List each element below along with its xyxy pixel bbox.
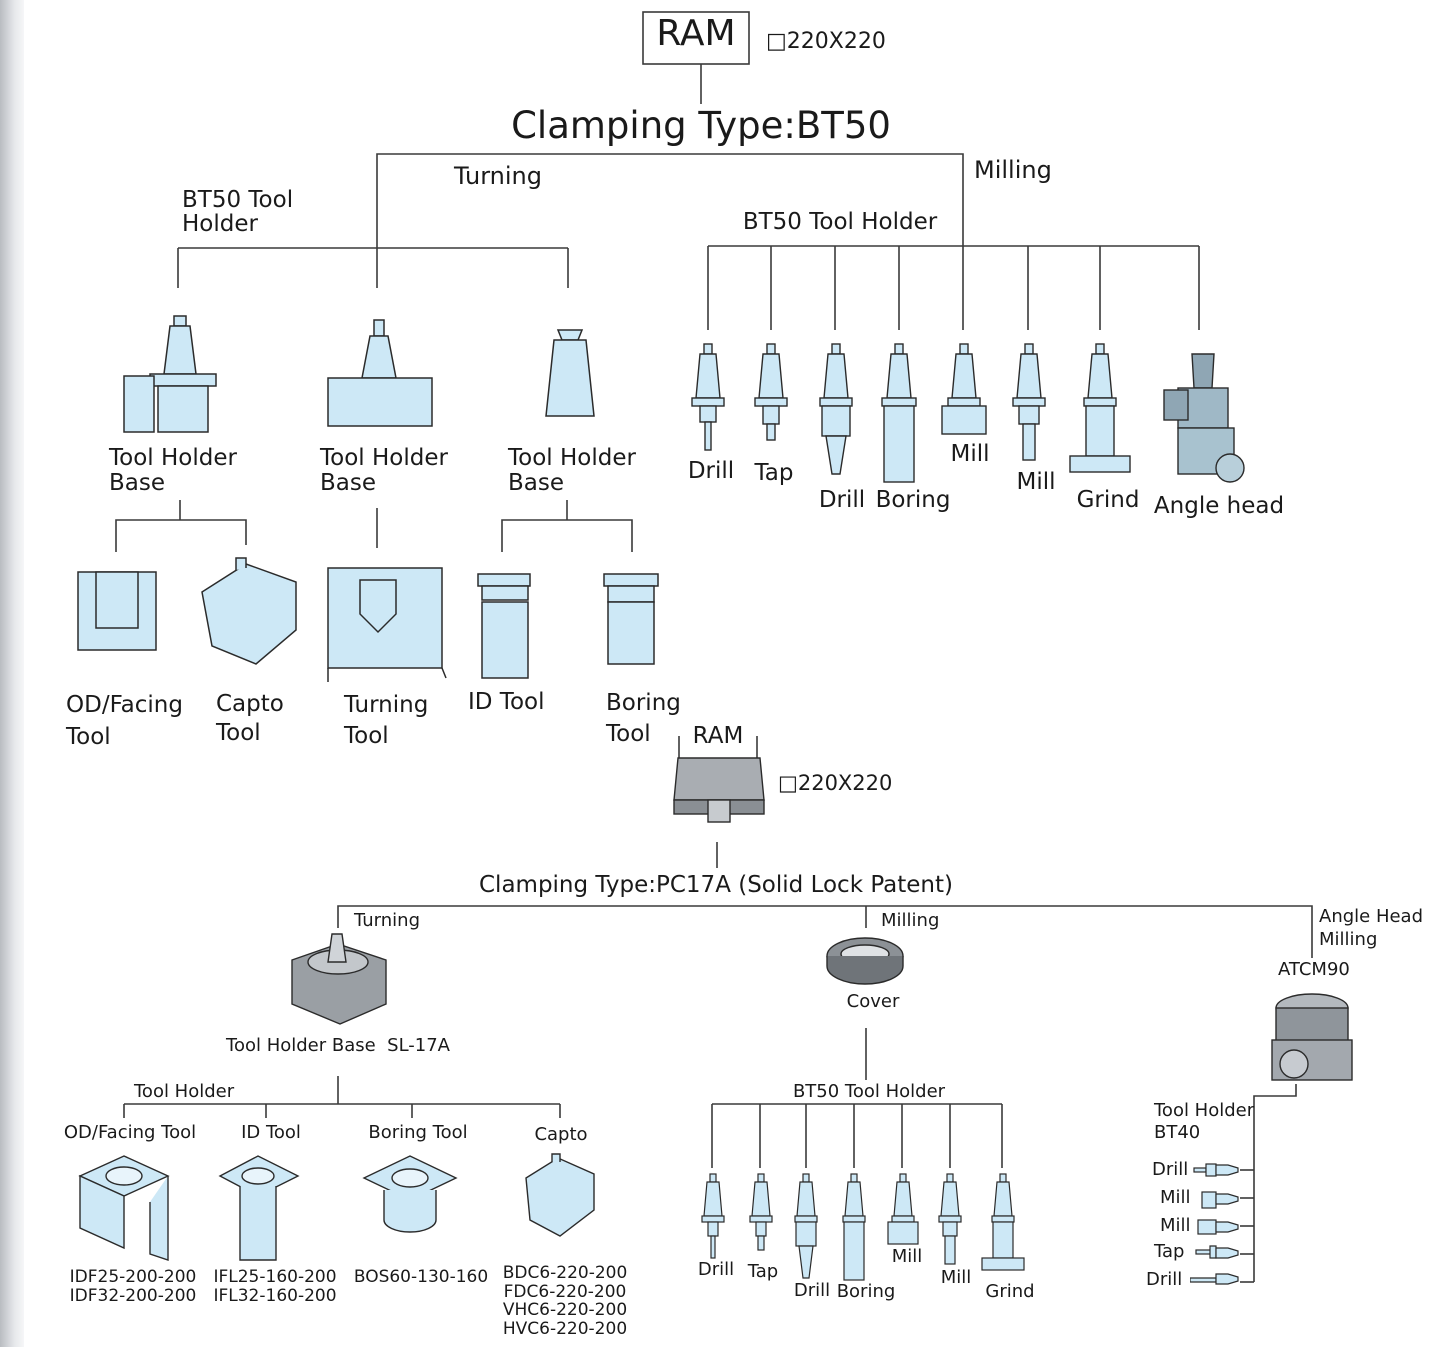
bt50-holder-right-label: BT50 Tool Holder xyxy=(742,209,938,235)
boring-tool-icon xyxy=(603,573,659,665)
tool-holder-base-icon-1 xyxy=(123,315,217,433)
clamping-title-top: Clamping Type:BT50 xyxy=(511,104,891,147)
bottom-mill-holder-icon-1 xyxy=(887,1173,919,1245)
milling-tool-label-8: Angle head xyxy=(1153,493,1285,519)
milling-tool-label-7: Grind xyxy=(1076,487,1140,513)
bottom-turning-tool-codes-2: IFL25-160-200 IFL32-160-200 xyxy=(213,1267,337,1307)
tool-holder-base-sl17a-icon xyxy=(291,933,387,1025)
bottom-milling-tool-label-7: Grind xyxy=(985,1281,1035,1302)
milling-tool-label-6: Mill xyxy=(1016,469,1056,495)
ram-bottom-icon xyxy=(673,757,765,823)
boring-holder-icon xyxy=(881,343,917,483)
milling-tool-label-5: Mill xyxy=(950,441,990,467)
turning-tool-label-2: Capto Tool xyxy=(216,691,284,746)
tap-holder-icon xyxy=(754,343,788,441)
milling-tool-label-4: Boring xyxy=(875,487,951,513)
bt40-holder-label: Tool Holder BT40 xyxy=(1154,1100,1255,1143)
turning-tool-icon xyxy=(327,567,447,682)
tool-holder-base-icon-2 xyxy=(327,319,433,427)
od-facing-tool-icon xyxy=(77,571,157,651)
bottom-grind-holder-icon xyxy=(981,1173,1025,1271)
base-label-3: Tool Holder Base xyxy=(508,445,636,497)
bottom-turning-tool-name-2: ID Tool xyxy=(241,1122,301,1143)
bottom-milling-tool-label-2: Tap xyxy=(747,1261,779,1282)
bottom-milling-tool-label-4: Boring xyxy=(836,1281,896,1302)
bt50-holder-left-label: BT50 Tool Holder xyxy=(182,187,294,238)
milling-tool-label-1: Drill xyxy=(687,458,735,484)
tool-holder-label: Tool Holder xyxy=(134,1081,235,1102)
bottom-turning-tool-codes-3: BOS60-130-160 xyxy=(353,1267,489,1287)
drill-holder-icon-2 xyxy=(819,343,853,475)
angle-head-icon xyxy=(1163,353,1245,483)
od-facing-tool-block-icon xyxy=(78,1155,170,1261)
bottom-turning-tool-codes-1: IDF25-200-200 IDF32-200-200 xyxy=(69,1267,197,1307)
bt50-holder-bottom-label: BT50 Tool Holder xyxy=(792,1081,946,1102)
ram-size-top: □220X220 xyxy=(766,29,886,54)
turning-label-top: Turning xyxy=(454,162,542,190)
base-label-1: Tool Holder Base xyxy=(109,445,237,497)
boring-tool-block-icon xyxy=(362,1155,458,1233)
bottom-drill-holder-icon-2 xyxy=(794,1173,818,1279)
turning-tool-label-4: ID Tool xyxy=(468,689,545,715)
mill-holder-icon-1 xyxy=(941,343,987,435)
bottom-mill-holder-icon-2 xyxy=(938,1173,962,1265)
tool-holder-base-icon-3 xyxy=(545,329,595,417)
cover-label: Cover xyxy=(846,991,900,1012)
ram-box-top xyxy=(642,11,750,65)
turning-tool-label-3: Turning Tool xyxy=(344,692,429,750)
base-label-2: Tool Holder Base xyxy=(320,445,448,497)
turning-label-bottom: Turning xyxy=(354,910,420,931)
clamping-title-bottom: Clamping Type:PC17A (Solid Lock Patent) xyxy=(478,872,954,898)
bottom-milling-tool-label-3: Drill xyxy=(793,1280,831,1301)
bottom-milling-tool-label-5: Mill xyxy=(891,1246,923,1267)
capto-tool-block-icon xyxy=(525,1153,595,1237)
ram-label-top: RAM xyxy=(656,13,736,54)
bt40-tool-icons xyxy=(1190,1163,1239,1285)
drill-holder-icon-1 xyxy=(691,343,725,451)
mill-holder-icon-2 xyxy=(1012,343,1046,461)
atcm90-icon xyxy=(1271,993,1353,1081)
bottom-turning-tool-name-4: Capto xyxy=(534,1124,588,1145)
bt40-tool-label-3: Mill xyxy=(1160,1215,1191,1236)
milling-label-bottom: Milling xyxy=(881,910,940,931)
bt40-tool-label-4: Tap xyxy=(1154,1241,1185,1262)
ram-size-bottom: □220X220 xyxy=(778,771,893,795)
milling-tool-label-2: Tap xyxy=(754,460,794,486)
turning-tool-label-1: OD/Facing Tool xyxy=(66,692,183,750)
bt40-tool-label-1: Drill xyxy=(1152,1159,1189,1180)
bottom-milling-tool-label-1: Drill xyxy=(697,1259,735,1280)
bottom-turning-tool-name-3: Boring Tool xyxy=(368,1122,468,1143)
bt40-tool-label-2: Mill xyxy=(1160,1187,1191,1208)
turning-tool-label-5: Boring Tool xyxy=(606,690,681,747)
milling-tool-label-3: Drill xyxy=(818,487,866,513)
id-tool-block-icon xyxy=(218,1155,300,1261)
bottom-milling-tool-label-6: Mill xyxy=(940,1267,972,1288)
bt40-tool-label-5: Drill xyxy=(1146,1269,1183,1290)
ram-label-bottom: RAM xyxy=(692,723,744,749)
bottom-tap-holder-icon xyxy=(749,1173,773,1251)
side-gradient-band xyxy=(0,0,24,1347)
grind-holder-icon xyxy=(1069,343,1131,473)
bottom-turning-tool-name-1: OD/Facing Tool xyxy=(63,1122,197,1143)
base-sl17a-label: Tool Holder Base SL-17A xyxy=(226,1035,450,1056)
bottom-turning-tool-codes-4: BDC6-220-200 FDC6-220-200 VHC6-220-200 H… xyxy=(502,1263,628,1340)
bottom-drill-holder-icon-1 xyxy=(701,1173,725,1259)
milling-label-top: Milling xyxy=(974,156,1052,184)
angle-head-milling-label: Angle Head Milling xyxy=(1319,906,1424,951)
capto-tool-icon xyxy=(201,557,297,665)
cover-icon xyxy=(826,937,904,985)
atcm90-label: ATCM90 xyxy=(1278,959,1350,980)
bottom-boring-holder-icon xyxy=(842,1173,866,1281)
id-tool-icon xyxy=(477,573,531,679)
